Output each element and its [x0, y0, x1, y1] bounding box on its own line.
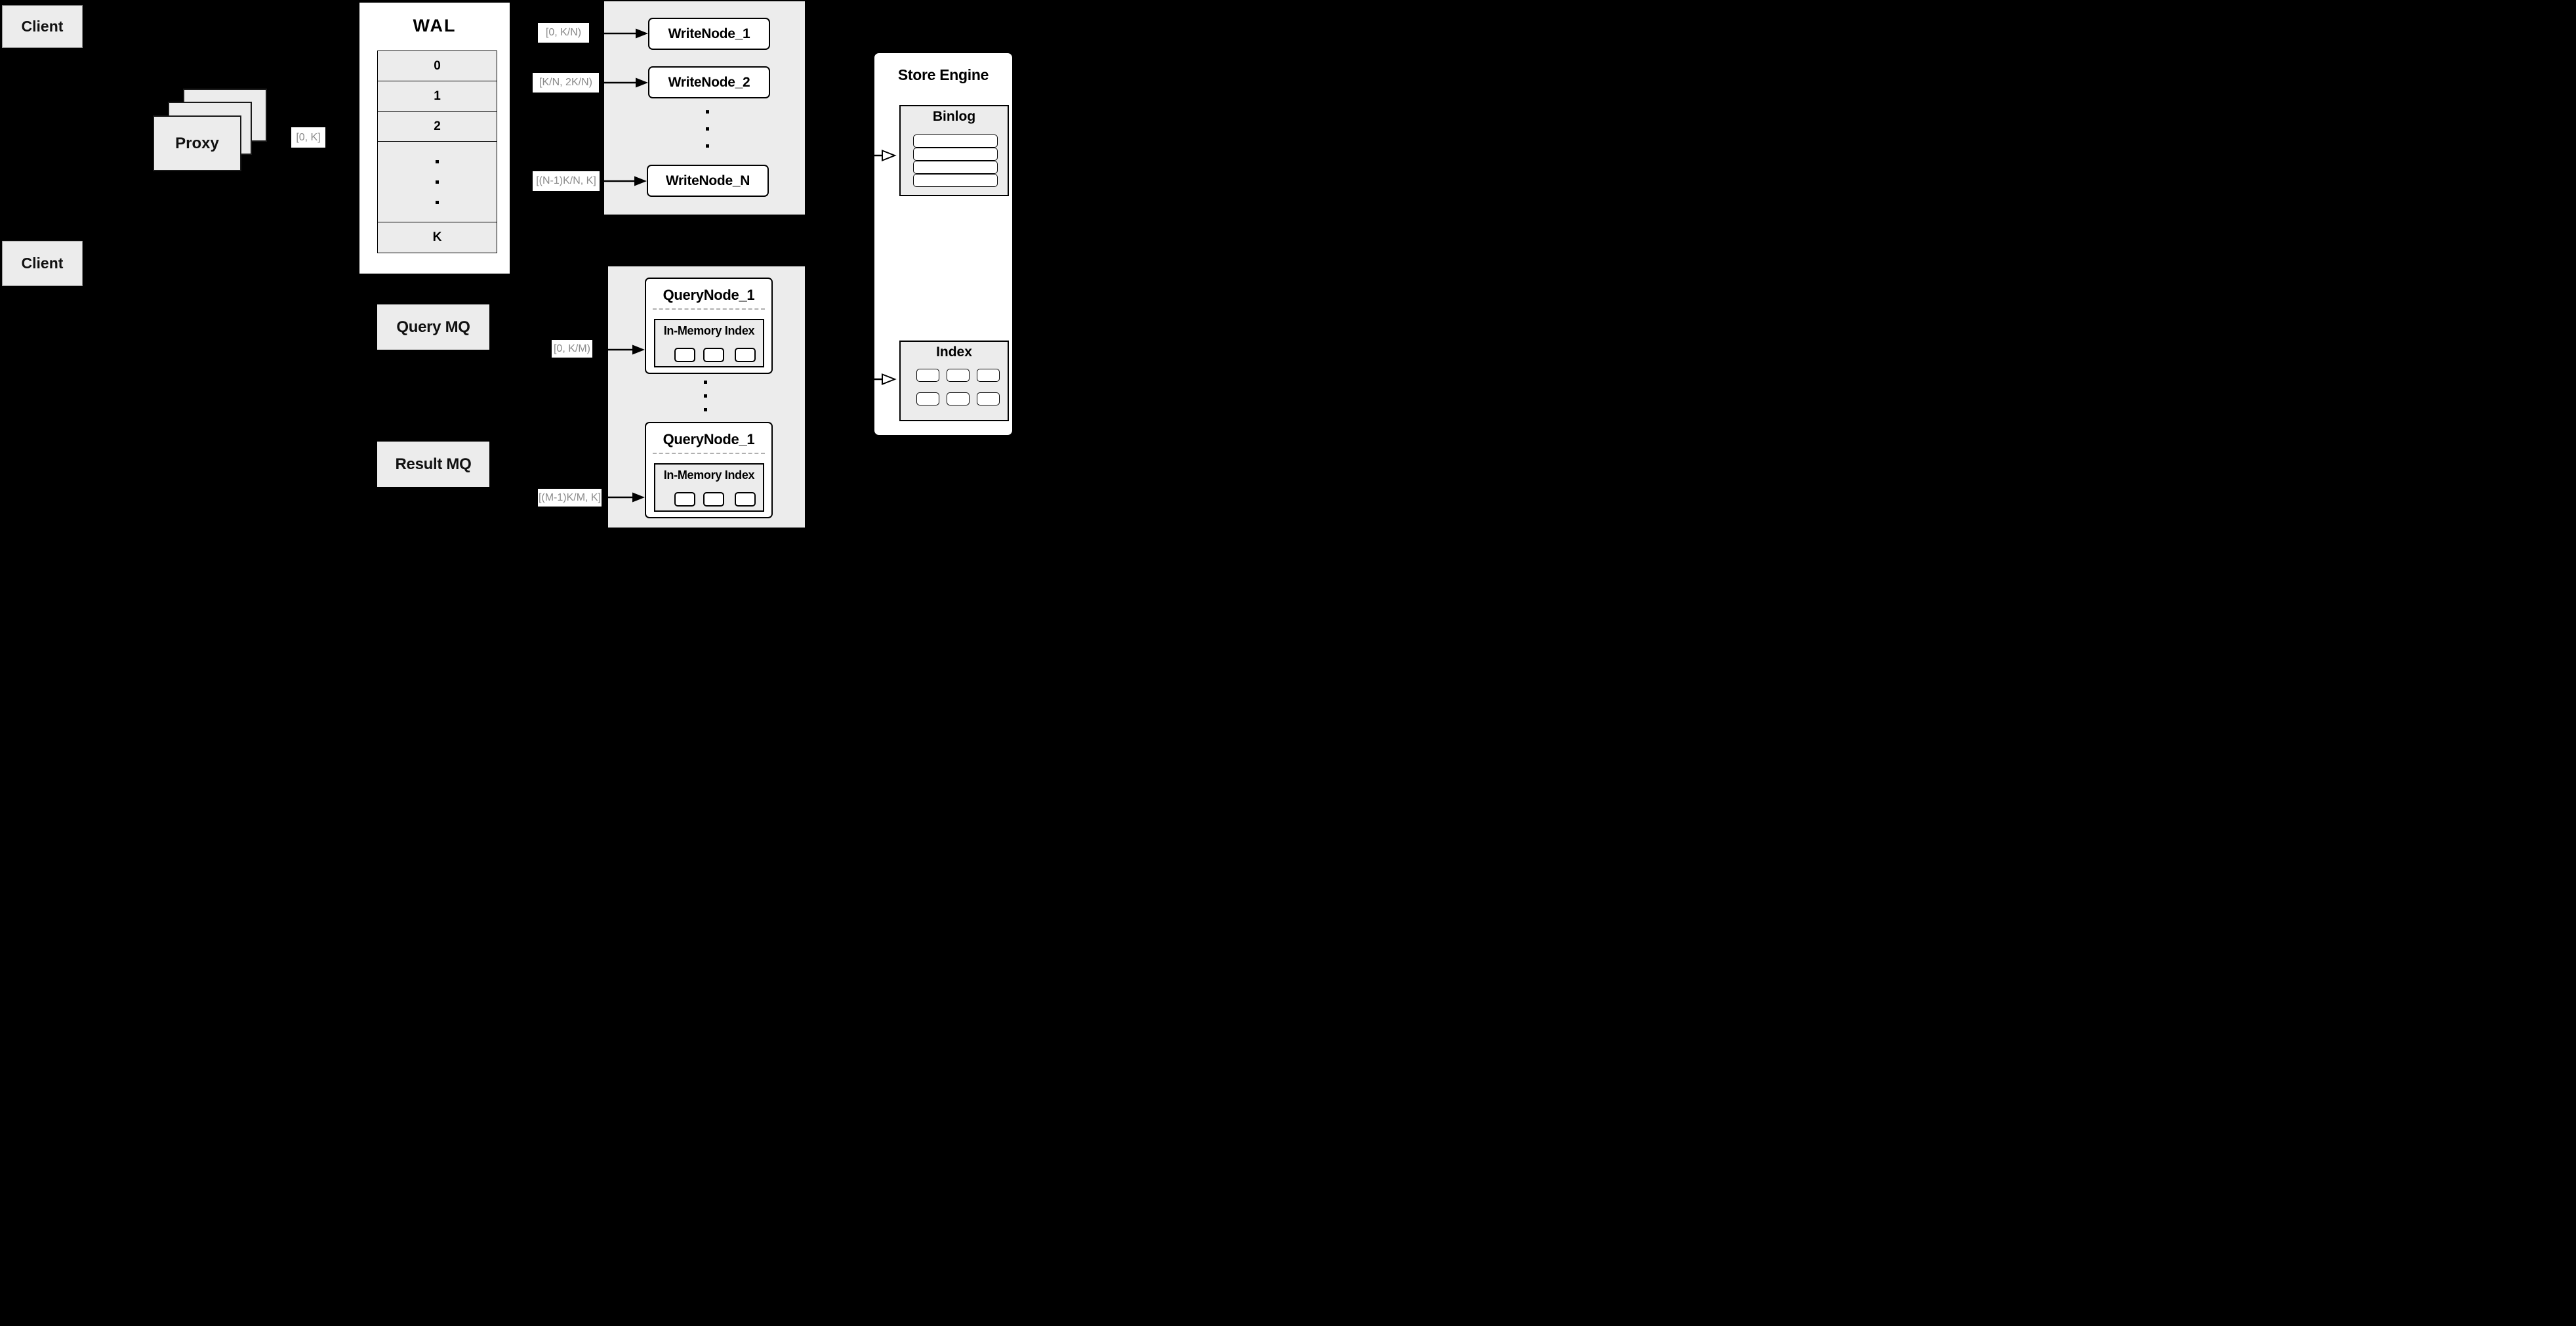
range-label-proxy-out: [0, K] — [291, 127, 325, 148]
segment-cell — [735, 348, 756, 362]
binlog-row — [913, 161, 998, 174]
index-title: Index — [936, 344, 972, 360]
dot-icon — [704, 381, 707, 384]
query-mq-box: Query MQ — [377, 304, 489, 350]
segment-cell — [674, 348, 695, 362]
client-bottom-label: Client — [21, 255, 64, 272]
wal-ellipsis-dots — [436, 160, 439, 204]
index-cell — [977, 392, 1000, 405]
wal-row-k: K — [377, 222, 497, 253]
write-node-1: WriteNode_1 — [648, 18, 770, 50]
segment-cell — [703, 492, 724, 507]
client-top-label: Client — [21, 18, 64, 35]
client-box-top: Client — [2, 5, 83, 48]
write-node-n: WriteNode_N — [647, 165, 769, 197]
range-label-query-1-text: [0, K/M) — [553, 342, 590, 354]
index-cell — [947, 392, 970, 405]
dashed-divider — [653, 453, 765, 454]
segment-cell — [703, 348, 724, 362]
store-engine-box: Store Engine Binlog Index — [873, 52, 1013, 436]
wal-row-1: 1 — [377, 81, 497, 112]
wal-row-ellipsis — [377, 141, 497, 223]
index-cell — [916, 392, 939, 405]
dot-icon — [706, 110, 709, 114]
wal-container: WAL 0 1 2 K — [358, 1, 511, 275]
result-mq-box: Result MQ — [377, 442, 489, 487]
range-label-proxy-out-text: [0, K] — [296, 131, 321, 143]
write-node-1-label: WriteNode_1 — [668, 26, 750, 41]
in-memory-index-top: In-Memory Index — [654, 319, 764, 367]
index-cell — [947, 369, 970, 382]
write-node-2: WriteNode_2 — [648, 66, 770, 98]
dot-icon — [436, 180, 439, 184]
dot-icon — [436, 201, 439, 204]
query-node-ellipsis-dots — [704, 381, 707, 411]
binlog-box: Binlog — [899, 105, 1009, 196]
index-cell — [977, 369, 1000, 382]
range-label-query-m-text: [(M-1)K/M, K] — [538, 491, 602, 503]
binlog-row — [913, 174, 998, 187]
query-node-top-label: QueryNode_1 — [663, 287, 755, 303]
in-memory-index-top-label: In-Memory Index — [663, 324, 755, 337]
wal-row-2: 2 — [377, 111, 497, 142]
range-label-write-2-text: [K/N, 2K/N) — [539, 77, 592, 88]
dashed-divider — [653, 308, 765, 310]
segment-cell — [674, 492, 695, 507]
wal-row-1-label: 1 — [434, 89, 441, 103]
range-label-write-1-text: [0, K/N) — [545, 27, 582, 38]
index-cell — [916, 369, 939, 382]
wal-row-2-label: 2 — [434, 119, 441, 133]
wal-row-0-label: 0 — [434, 59, 441, 73]
dot-icon — [704, 394, 707, 398]
client-box-bottom: Client — [2, 241, 83, 286]
wal-row-k-label: K — [432, 230, 442, 244]
write-node-2-label: WriteNode_2 — [668, 74, 750, 90]
query-node-bottom: QueryNode_1 In-Memory Index — [645, 422, 773, 518]
range-label-query-m: [(M-1)K/M, K] — [538, 489, 602, 507]
in-memory-index-bottom: In-Memory Index — [654, 463, 764, 512]
store-engine-title: Store Engine — [897, 66, 989, 83]
range-label-write-n-text: [(N-1)K/N, K] — [536, 175, 596, 186]
query-node-top: QueryNode_1 In-Memory Index — [645, 278, 773, 374]
architecture-diagram: Client Client Proxy [0, K] WAL 0 1 2 — [0, 0, 1029, 529]
write-node-ellipsis-dots — [706, 110, 709, 148]
wal-title: WAL — [413, 16, 457, 35]
range-label-write-n: [(N-1)K/N, K] — [533, 171, 600, 191]
dot-icon — [704, 408, 707, 411]
binlog-row — [913, 148, 998, 161]
segment-cell — [735, 492, 756, 507]
binlog-title: Binlog — [932, 109, 976, 124]
query-node-bottom-label: QueryNode_1 — [663, 431, 755, 447]
range-label-write-1: [0, K/N) — [538, 23, 589, 43]
dot-icon — [436, 160, 439, 163]
binlog-row — [913, 135, 998, 148]
query-mq-label: Query MQ — [396, 318, 470, 336]
index-box: Index — [899, 341, 1009, 421]
dot-icon — [706, 144, 709, 148]
write-node-n-label: WriteNode_N — [665, 173, 750, 188]
wal-row-0: 0 — [377, 51, 497, 82]
range-label-query-1: [0, K/M) — [552, 340, 592, 358]
proxy-label: Proxy — [175, 134, 219, 152]
in-memory-index-bottom-label: In-Memory Index — [663, 468, 755, 482]
proxy-box: Proxy — [153, 115, 241, 171]
result-mq-label: Result MQ — [395, 455, 472, 473]
dot-icon — [706, 127, 709, 131]
range-label-write-2: [K/N, 2K/N) — [533, 73, 599, 93]
